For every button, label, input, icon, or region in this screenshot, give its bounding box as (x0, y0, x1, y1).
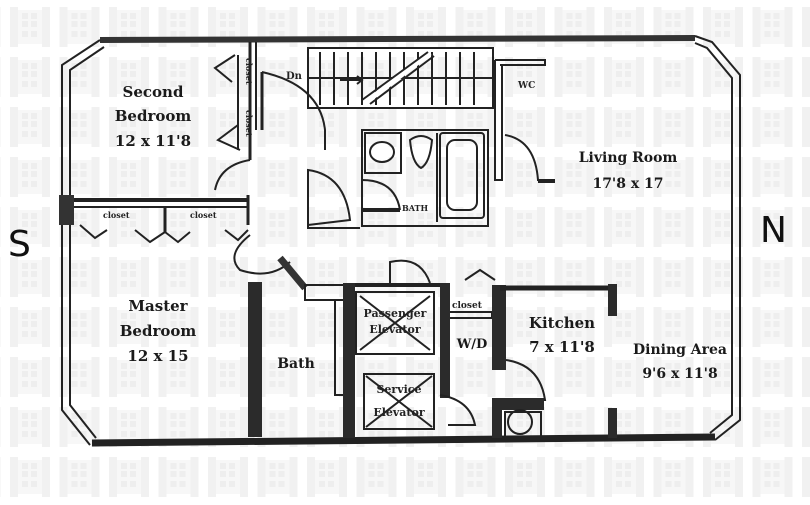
room-label-second-bedroom: Second Bedroom 12 x 11'8 (115, 83, 192, 150)
kitchen-walls (492, 284, 617, 438)
elevator-label-service: Service Elevator (373, 383, 424, 419)
elevator-label-passenger: Passenger Elevator (364, 307, 427, 336)
svg-text:17'8 x 17: 17'8 x 17 (592, 176, 663, 192)
upper-bathroom (307, 129, 489, 229)
second-bedroom-walls (74, 42, 257, 225)
svg-text:Kitchen: Kitchen (529, 314, 595, 332)
svg-text:9'6 x 11'8: 9'6 x 11'8 (642, 366, 717, 382)
laundry-closet (450, 285, 506, 370)
svg-text:Master: Master (128, 297, 188, 315)
svg-text:7 x 11'8: 7 x 11'8 (529, 338, 595, 356)
wc (494, 59, 555, 183)
room-label-living-room: Living Room 17'8 x 17 (579, 150, 678, 192)
svg-text:Passenger: Passenger (364, 307, 427, 320)
svg-text:Service: Service (376, 383, 421, 396)
elevator-core (343, 259, 496, 438)
compass-south: S (8, 224, 31, 265)
master-closet-doors (79, 207, 308, 291)
closet-label: closet (244, 110, 254, 137)
room-label-kitchen: Kitchen 7 x 11'8 (529, 314, 595, 356)
closet-label: closet (452, 301, 483, 311)
svg-text:Living Room: Living Room (579, 150, 678, 166)
room-label-dining-area: Dining Area 9'6 x 11'8 (633, 342, 727, 382)
stairs (260, 47, 494, 150)
bath-label-upper: BATH (402, 203, 428, 213)
svg-text:Bedroom: Bedroom (115, 107, 192, 125)
svg-text:Dining Area: Dining Area (633, 342, 727, 358)
room-label-bath: Bath (277, 356, 315, 372)
wc-label: WC (517, 81, 535, 91)
stairs-down-label: Dn (286, 71, 303, 82)
svg-text:Bedroom: Bedroom (120, 322, 197, 340)
wd-label: W/D (456, 337, 488, 352)
svg-text:Elevator: Elevator (373, 406, 424, 419)
closet-label: closet (190, 210, 217, 220)
svg-text:Second: Second (123, 83, 184, 101)
svg-text:12 x 15: 12 x 15 (127, 347, 188, 365)
closet-label: closet (244, 58, 254, 85)
room-label-master-bedroom: Master Bedroom 12 x 15 (120, 297, 197, 365)
svg-text:12 x 11'8: 12 x 11'8 (115, 132, 191, 150)
closet-label: closet (103, 210, 130, 220)
compass-north: N (760, 210, 787, 251)
svg-text:Elevator: Elevator (369, 323, 420, 336)
